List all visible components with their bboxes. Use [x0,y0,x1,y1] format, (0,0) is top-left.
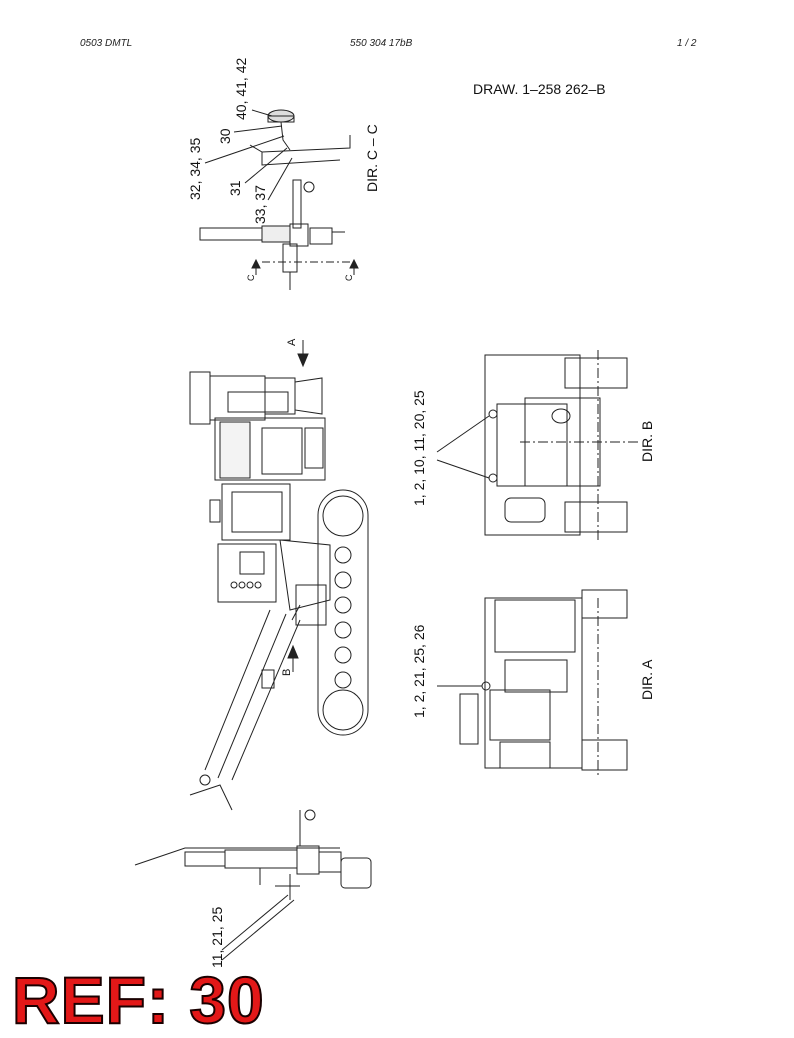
section-marker-left: C [246,274,256,282]
view-label-dir-b: DIR. B [639,420,655,462]
ref-stamp: REF: 30 [11,962,265,1038]
view-dir-b [436,350,640,540]
section-marker-right: C [344,274,354,282]
header-page-number: 1 / 2 [677,38,697,49]
detail-dir-c [199,109,359,290]
header-left-code: 0503 DMTL [80,38,133,49]
view-label-dir-a: DIR. A [639,659,655,700]
view-dir-a [437,589,628,775]
callout-31: 31 [227,180,243,196]
callout-33-37: 33, 37 [252,185,268,224]
drawing-number: DRAW. 1–258 262–B [473,81,606,97]
callout-dir-a-parts: 1, 2, 21, 25, 26 [411,624,427,718]
arrow-label-a: A [286,338,298,346]
callout-dir-b-parts: 1, 2, 10, 11, 20, 25 [411,390,427,506]
callout-32-34-35: 32, 34, 35 [187,137,203,200]
arrow-label-b: B [281,668,293,676]
header-center-code: 550 304 17bB [350,38,413,49]
callout-40-41-42: 40, 41, 42 [233,57,249,120]
main-side-view [189,371,369,811]
callout-30: 30 [217,128,233,144]
view-label-dir-c: DIR. C – C [364,124,380,192]
callout-bottom-parts: 11, 21, 25 [209,906,225,968]
bottom-detail [134,809,372,961]
